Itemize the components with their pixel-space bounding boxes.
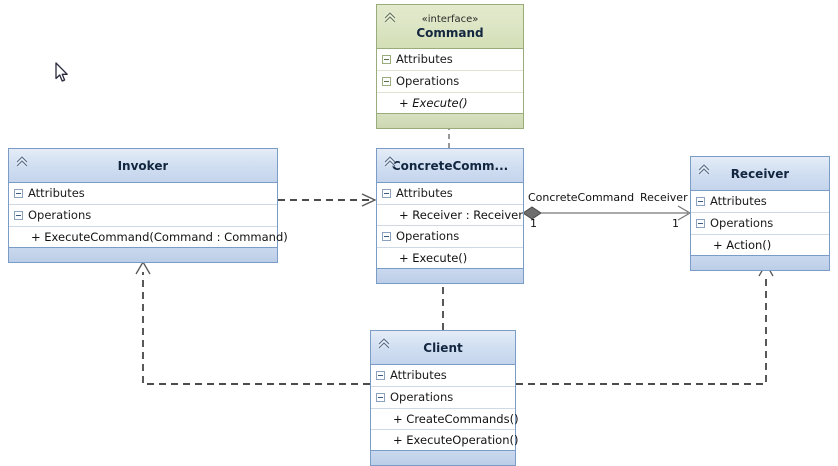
class-body-invoker: Attributes Operations + ExecuteCommand(C… (9, 183, 288, 247)
section-attributes-receiver[interactable]: Attributes (691, 191, 829, 213)
collapse-minus-icon[interactable] (376, 393, 385, 402)
section-label-operations: Operations (396, 74, 460, 88)
class-footer-receiver (691, 255, 829, 270)
operation-item[interactable]: + Execute() (377, 93, 523, 113)
collapse-minus-icon[interactable] (382, 77, 391, 86)
open-arrow-icon (361, 193, 377, 207)
section-operations-invoker[interactable]: Operations (9, 205, 277, 227)
collapse-minus-icon[interactable] (382, 55, 391, 64)
class-title-concretecommand: ConcreteComm... (391, 158, 509, 173)
class-box-concretecommand[interactable]: ConcreteComm... Attributes + Receiver : … (376, 148, 524, 284)
section-operations-concretecommand[interactable]: Operations (377, 226, 523, 248)
section-label-attributes: Attributes (396, 186, 453, 200)
operation-item[interactable]: + Execute() (377, 248, 523, 268)
association-source-role-label: ConcreteCommand (528, 191, 635, 204)
collapse-chevron-icon[interactable] (382, 10, 398, 26)
class-footer-command (377, 113, 523, 128)
section-label-operations: Operations (710, 216, 774, 230)
association-source-multiplicity-label: 1 (530, 217, 537, 230)
class-header-invoker: Invoker (9, 149, 277, 183)
class-box-command[interactable]: «interface» Command Attributes Operation… (376, 4, 524, 129)
operation-item[interactable]: + ExecuteCommand(Command : Command) (9, 227, 288, 247)
section-label-operations: Operations (396, 229, 460, 243)
diagram-canvas: ConcreteCommand Receiver 1 1 «interface»… (8, 4, 830, 466)
class-body-receiver: Attributes Operations + Action() (691, 191, 829, 255)
collapse-chevron-icon[interactable] (376, 336, 392, 352)
collapse-chevron-icon[interactable] (696, 162, 712, 178)
edge-dependency-client-receiver (516, 262, 774, 385)
edge-dependency-invoker-concretecommand (278, 193, 377, 207)
section-label-operations: Operations (390, 390, 454, 404)
edge-dependency-client-invoker (135, 260, 370, 385)
collapse-minus-icon[interactable] (382, 189, 391, 198)
class-header-receiver: Receiver (691, 157, 829, 191)
operation-item[interactable]: + Action() (691, 235, 829, 255)
collapse-minus-icon[interactable] (14, 189, 23, 198)
operation-item[interactable]: + ExecuteOperation() (371, 430, 518, 450)
association-target-multiplicity-label: 1 (672, 217, 679, 230)
collapse-minus-icon[interactable] (696, 197, 705, 206)
section-attributes-invoker[interactable]: Attributes (9, 183, 277, 205)
edge-line (142, 272, 370, 385)
class-title-invoker: Invoker (117, 158, 169, 173)
section-attributes-concretecommand[interactable]: Attributes (377, 183, 523, 205)
association-target-role-label: Receiver (640, 191, 688, 204)
edge-aggregation-concretecommand-receiver (522, 205, 692, 221)
section-label-attributes: Attributes (390, 368, 447, 382)
class-body-command: Attributes Operations + Execute() (377, 49, 523, 113)
collapse-chevron-icon[interactable] (14, 154, 30, 170)
class-header-client: Client (371, 331, 515, 365)
class-header-command: «interface» Command (377, 5, 523, 49)
class-box-invoker[interactable]: Invoker Attributes Operations + ExecuteC… (8, 148, 288, 263)
class-footer-invoker (9, 247, 277, 262)
attribute-item[interactable]: + Receiver : Receiver (377, 205, 523, 226)
class-title-receiver: Receiver (730, 166, 790, 181)
operation-item[interactable]: + CreateCommands() (371, 409, 519, 430)
class-box-receiver[interactable]: Receiver Attributes Operations + Action(… (690, 156, 830, 271)
class-box-client[interactable]: Client Attributes Operations + CreateCom… (370, 330, 519, 466)
section-operations-receiver[interactable]: Operations (691, 213, 829, 235)
section-label-attributes: Attributes (710, 194, 767, 208)
section-attributes-command[interactable]: Attributes (377, 49, 523, 71)
class-title-command: Command (416, 25, 484, 40)
class-stereotype-command: «interface» (421, 13, 479, 25)
section-label-attributes: Attributes (396, 52, 453, 66)
filled-diamond-icon (522, 206, 542, 220)
class-header-concretecommand: ConcreteComm... (377, 149, 523, 183)
collapse-minus-icon[interactable] (14, 211, 23, 220)
section-operations-client[interactable]: Operations (371, 387, 515, 409)
class-body-client: Attributes Operations + CreateCommands()… (371, 365, 519, 450)
section-label-attributes: Attributes (28, 186, 85, 200)
section-label-operations: Operations (28, 208, 92, 222)
class-footer-client (371, 450, 515, 465)
mouse-pointer-icon (55, 62, 68, 82)
class-footer-concretecommand (377, 268, 523, 283)
edge-line (516, 274, 767, 385)
class-title-client: Client (423, 340, 463, 355)
section-attributes-client[interactable]: Attributes (371, 365, 515, 387)
collapse-minus-icon[interactable] (696, 219, 705, 228)
section-operations-command[interactable]: Operations (377, 71, 523, 93)
collapse-minus-icon[interactable] (376, 371, 385, 380)
class-body-concretecommand: Attributes + Receiver : Receiver Operati… (377, 183, 523, 268)
collapse-chevron-icon[interactable] (382, 154, 398, 170)
collapse-minus-icon[interactable] (382, 232, 391, 241)
